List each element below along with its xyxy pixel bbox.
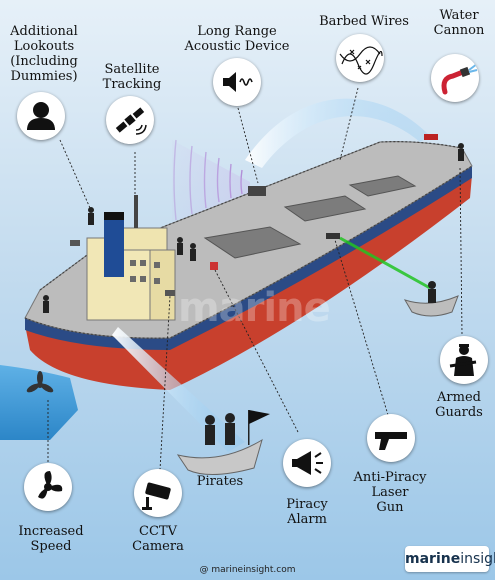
water-badge <box>431 54 479 102</box>
barbed-wire-icon <box>339 46 383 75</box>
footer-credit: @ marineinsight.com <box>199 565 296 575</box>
satellite-icon <box>115 107 147 135</box>
label-water: Water Cannon <box>433 8 485 38</box>
alarm-device <box>210 262 218 270</box>
label-guards: Armed Guards <box>435 390 483 420</box>
deck-figures <box>43 143 464 313</box>
ship-propeller <box>26 371 54 393</box>
cctv-camera-icon <box>142 482 171 510</box>
alarm-badge <box>283 439 331 487</box>
water-cannon-device <box>424 134 438 140</box>
laser-device <box>326 233 340 239</box>
label-cctv: CCTV Camera <box>132 524 184 554</box>
leader-lines <box>47 87 463 471</box>
lookouts-badge <box>17 92 65 140</box>
sea-area <box>0 365 78 440</box>
lrad-beam <box>172 140 250 225</box>
marineinsight-logo: marineinsight <box>405 546 495 572</box>
laser-gun-icon <box>375 432 407 450</box>
person-silhouette-icon <box>27 102 55 130</box>
speaker-soundwave-icon <box>223 72 253 92</box>
logo-marine: marine <box>405 551 461 567</box>
satellite-badge <box>106 96 154 144</box>
label-alarm: Piracy Alarm <box>286 497 328 527</box>
cctv-device-2 <box>165 290 175 296</box>
label-lrad: Long Range Acoustic Device <box>184 24 290 54</box>
lrad-device <box>248 186 266 196</box>
label-satellite: Satellite Tracking <box>102 62 162 92</box>
water-cannon-arc <box>245 98 430 168</box>
label-pirates: Pirates <box>196 474 244 489</box>
label-laser: Anti-Piracy Laser Gun <box>353 470 427 515</box>
speed-badge <box>24 463 72 511</box>
watermark: marine <box>178 285 331 331</box>
logo-insight: insight <box>460 551 495 567</box>
ship-superstructure <box>86 195 176 321</box>
guards-badge <box>440 336 488 384</box>
guard-boat <box>403 281 459 317</box>
armed-guard-icon <box>449 344 477 376</box>
pirate-boat <box>176 410 270 476</box>
label-barbed: Barbed Wires <box>319 14 409 29</box>
laser-badge <box>367 414 415 462</box>
propeller-icon <box>38 471 63 499</box>
cctv-device <box>70 240 80 246</box>
water-hose-icon <box>441 63 478 95</box>
label-lookouts: Additional Lookouts (Including Dummies) <box>10 24 78 84</box>
cctv-badge <box>134 469 182 517</box>
barbed-badge <box>336 34 384 82</box>
alarm-megaphone-icon <box>292 451 323 475</box>
laser-beam <box>339 236 431 290</box>
label-speed: Increased Speed <box>18 524 84 554</box>
lrad-badge <box>213 58 261 106</box>
